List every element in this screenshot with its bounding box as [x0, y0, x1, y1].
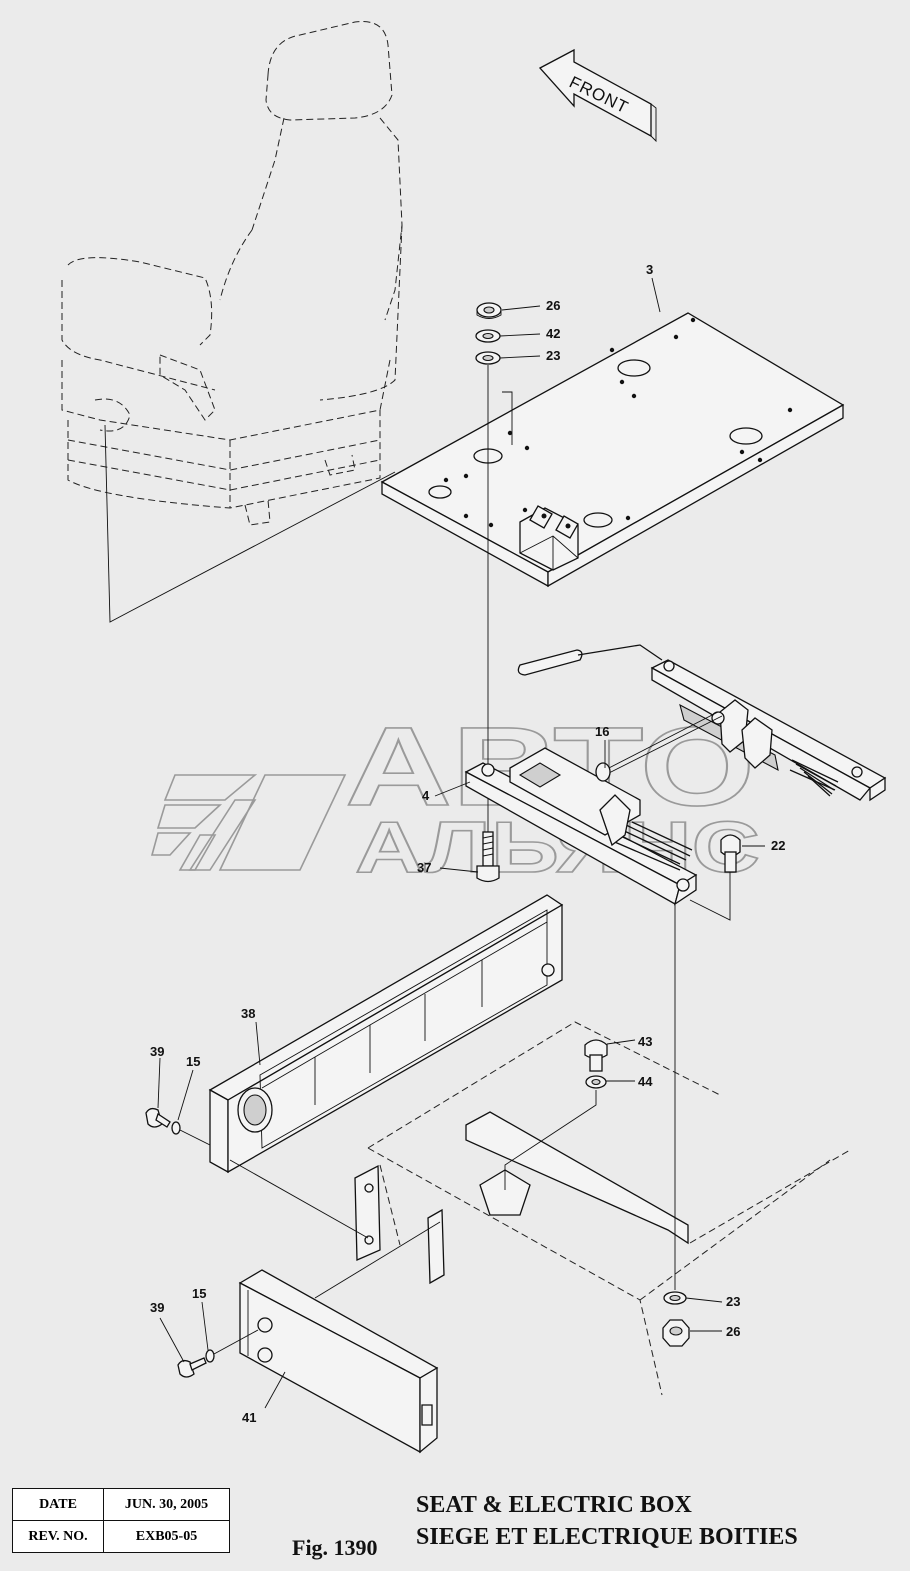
- bolt-39-bottom: [177, 1357, 207, 1378]
- seat-phantom: [61, 20, 403, 526]
- date-row: DATE JUN. 30, 2005: [12, 1488, 230, 1521]
- bolt-39-top-leader: [179, 1129, 211, 1146]
- nut-26-bottom: [662, 1319, 690, 1347]
- callout-44: 44: [638, 1074, 653, 1089]
- callout-41: 41: [242, 1410, 256, 1425]
- washer-44: [585, 1075, 607, 1089]
- watermark-logo: [150, 774, 347, 871]
- callout-26-top: 26: [546, 298, 560, 313]
- bolt-37: [476, 831, 500, 883]
- callout-39-top: 39: [150, 1044, 164, 1059]
- callout-22: 22: [771, 838, 785, 853]
- frame-bracket: [354, 1111, 689, 1285]
- callout-23-top: 23: [546, 348, 560, 363]
- plate-hole-leader: [502, 391, 513, 445]
- title-block: SEAT & ELECTRIC BOX SIEGE ET ELECTRIQUE …: [416, 1489, 798, 1553]
- date-key: DATE: [12, 1488, 104, 1521]
- bolt-43: [584, 1039, 608, 1072]
- callout-39-bottom: 39: [150, 1300, 164, 1315]
- electric-box-side-cover: [238, 1269, 439, 1454]
- callout-37: 37: [417, 860, 431, 875]
- lock-washer-42: [475, 329, 501, 343]
- revision-key: REV. NO.: [12, 1520, 104, 1553]
- seat-slide-rails: [464, 644, 887, 906]
- washer-23-top: [475, 351, 501, 365]
- callout-43: 43: [638, 1034, 652, 1049]
- title-english: SEAT & ELECTRIC BOX: [416, 1492, 692, 1518]
- revision-info-table: DATE JUN. 30, 2005 REV. NO. EXB05-05: [12, 1488, 230, 1553]
- frame-leader-1: [229, 1159, 369, 1239]
- callout-labels: 26 42 23 3 16 4 22 37 38 39 15 43 44 39 …: [150, 262, 785, 1425]
- figure-label: Fig. 1390: [292, 1535, 378, 1560]
- seat-mounting-plate: [380, 312, 845, 588]
- bolt-39-bottom-leader: [213, 1329, 259, 1355]
- callout-23-bottom: 23: [726, 1294, 740, 1309]
- callout-15-top: 15: [186, 1054, 200, 1069]
- seat-leader-lines: [104, 424, 396, 623]
- cab-frame-phantom: [367, 1021, 851, 1396]
- callout-3: 3: [646, 262, 653, 277]
- callout-leaders: [157, 277, 765, 1409]
- callout-42: 42: [546, 326, 560, 341]
- bolt-22-leader: [689, 872, 731, 921]
- callout-26-bottom: 26: [726, 1324, 740, 1339]
- bolt-43-axis: [504, 1090, 597, 1190]
- callout-15-bottom: 15: [192, 1286, 206, 1301]
- nut-26-top: [476, 302, 502, 319]
- callout-38: 38: [241, 1006, 255, 1021]
- title-french: SIEGE ET ELECTRIQUE BOITIES: [416, 1524, 798, 1550]
- callout-16: 16: [595, 724, 609, 739]
- electric-box-cover: [208, 894, 564, 1174]
- bolt-22: [720, 834, 741, 873]
- washer-23-bottom: [663, 1291, 687, 1305]
- revision-row: REV. NO. EXB05-05: [12, 1520, 230, 1553]
- callout-4: 4: [422, 788, 430, 803]
- date-value: JUN. 30, 2005: [103, 1488, 230, 1521]
- revision-value: EXB05-05: [103, 1520, 230, 1553]
- front-arrow-icon: FRONT: [538, 48, 657, 143]
- washer-15-top: [171, 1121, 181, 1135]
- frame-leader-2: [314, 1221, 441, 1299]
- bolt-39-top: [145, 1107, 171, 1128]
- washer-15-bottom: [205, 1349, 215, 1363]
